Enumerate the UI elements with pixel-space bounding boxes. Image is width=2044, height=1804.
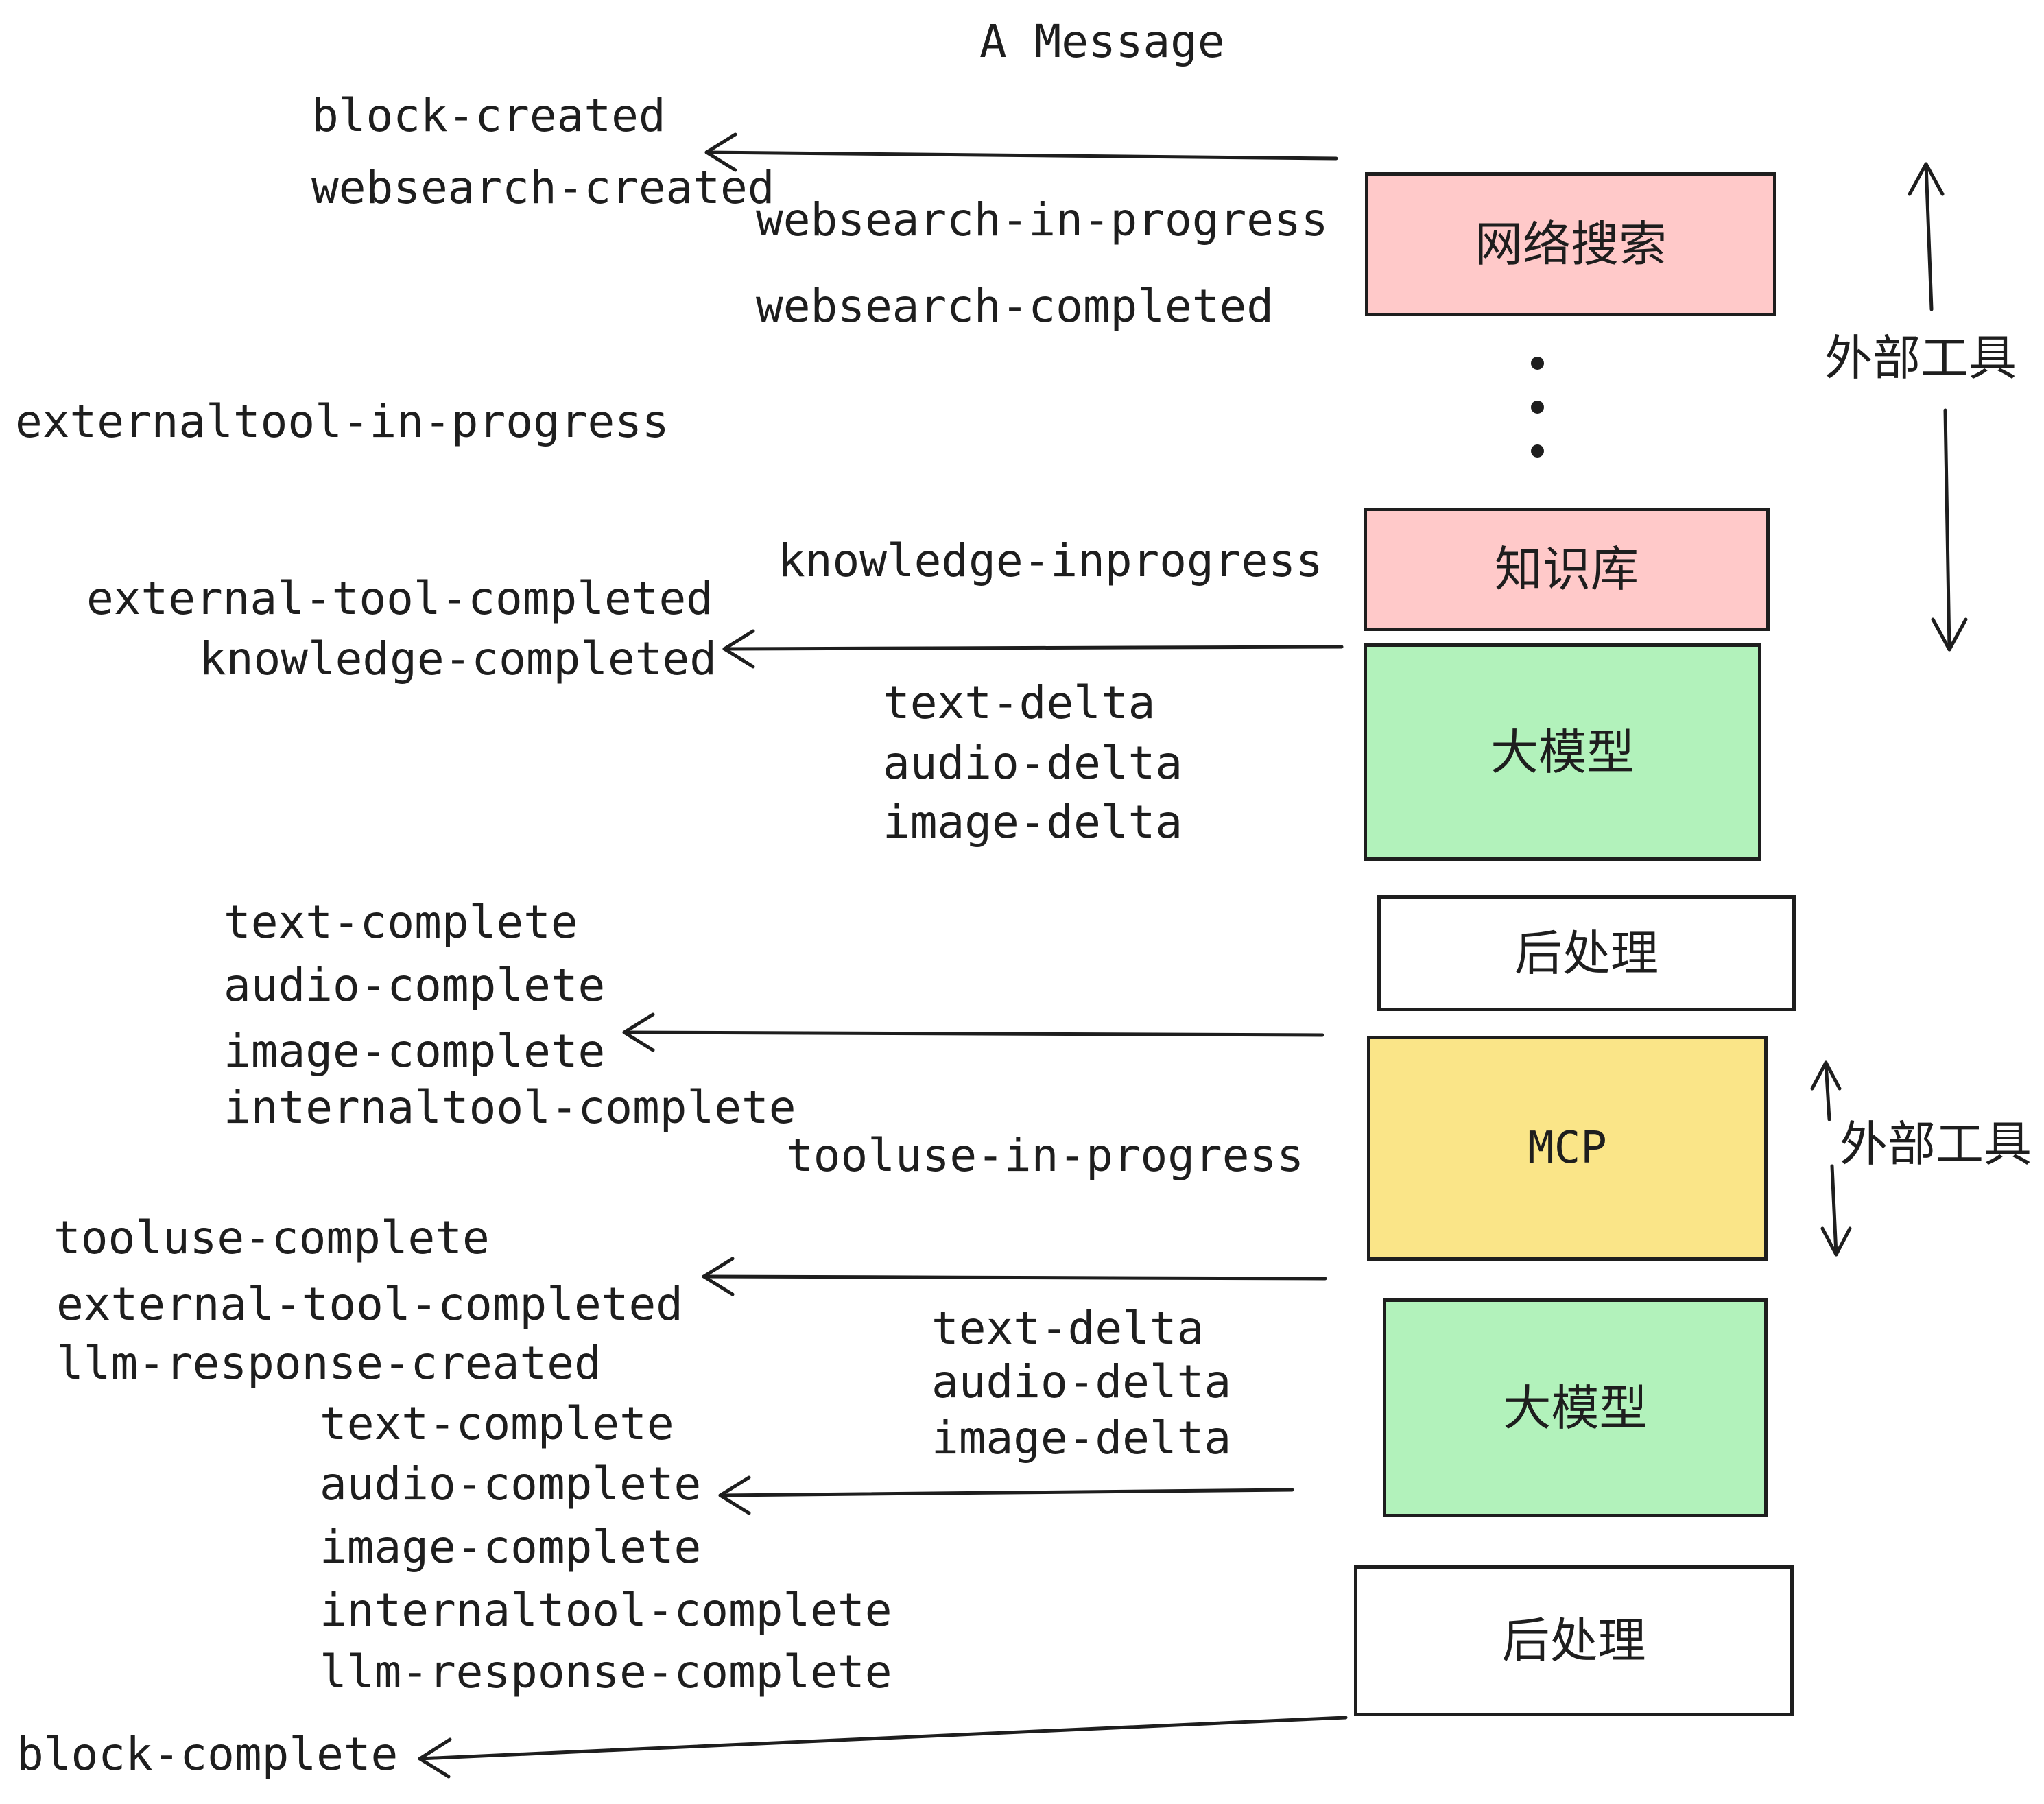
event-label-audio-delta-1: audio-delta	[883, 737, 1183, 790]
double-arrow-external-tools-bottom-icon	[1810, 1060, 1852, 1257]
event-label-block-complete: block-complete	[16, 1728, 399, 1781]
box-llm-2-label: 大模型	[1503, 1381, 1648, 1435]
event-label-tooluse-in-progress: tooluse-in-progress	[786, 1129, 1304, 1182]
event-label-externaltool-in-progress: externaltool-in-progress	[15, 395, 669, 448]
event-label-text-complete-2: text-complete	[320, 1397, 674, 1450]
box-postprocess-2: 后处理	[1354, 1565, 1794, 1716]
vertical-ellipsis-dot	[1531, 357, 1544, 370]
event-label-websearch-completed: websearch-completed	[756, 280, 1274, 333]
box-mcp: MCP	[1367, 1036, 1768, 1261]
arrow-to-tooluse-complete-icon	[702, 1257, 1327, 1296]
event-label-knowledge-completed: knowledge-completed	[199, 632, 717, 685]
arrow-to-block-created-icon	[704, 132, 1338, 172]
box-websearch-label: 网络搜索	[1475, 217, 1667, 271]
box-llm-2: 大模型	[1383, 1298, 1768, 1517]
event-label-image-delta-1: image-delta	[883, 796, 1183, 848]
box-postprocess-1-label: 后处理	[1514, 926, 1659, 980]
side-label-external-tools-top: 外部工具	[1825, 331, 2017, 385]
event-label-text-delta-2: text-delta	[931, 1302, 1204, 1355]
event-label-audio-complete-2: audio-complete	[320, 1458, 702, 1510]
box-mcp-label: MCP	[1528, 1123, 1607, 1174]
event-label-knowledge-inprogress: knowledge-inprogress	[778, 534, 1323, 587]
double-arrow-external-tools-top-icon	[1908, 162, 1968, 652]
event-label-external-tool-completed-1: external-tool-completed	[86, 572, 713, 625]
event-label-image-complete-2: image-complete	[320, 1521, 702, 1574]
side-label-external-tools-bottom: 外部工具	[1840, 1117, 2032, 1171]
event-label-internaltool-complete-1: internaltool-complete	[224, 1081, 796, 1134]
box-postprocess-1: 后处理	[1377, 895, 1796, 1011]
box-llm-1-label: 大模型	[1490, 725, 1635, 779]
event-label-text-complete-1: text-complete	[224, 896, 578, 949]
event-label-websearch-created: websearch-created	[311, 161, 775, 214]
box-knowledge-label: 知识库	[1495, 543, 1639, 596]
event-label-text-delta-1: text-delta	[883, 676, 1156, 729]
event-label-websearch-in-progress: websearch-in-progress	[756, 193, 1329, 246]
arrow-to-knowledge-completed-icon	[722, 629, 1344, 669]
arrow-to-image-complete-icon	[622, 1012, 1324, 1052]
event-label-llm-response-complete: llm-response-complete	[320, 1646, 892, 1698]
event-label-image-delta-2: image-delta	[931, 1412, 1232, 1464]
arrow-to-audio-complete-icon	[718, 1475, 1294, 1515]
diagram-title: A Message	[979, 15, 1225, 68]
event-label-audio-delta-2: audio-delta	[931, 1355, 1232, 1408]
event-label-image-complete-1: image-complete	[224, 1025, 606, 1078]
box-knowledge: 知识库	[1364, 508, 1770, 631]
vertical-ellipsis-dot	[1531, 444, 1544, 458]
event-label-external-tool-completed-2: external-tool-completed	[56, 1278, 683, 1331]
event-label-internaltool-complete-2: internaltool-complete	[320, 1584, 892, 1637]
box-llm-1: 大模型	[1364, 643, 1761, 861]
event-label-llm-response-created: llm-response-created	[56, 1337, 602, 1390]
event-label-block-created: block-created	[311, 89, 666, 142]
arrow-to-block-complete-icon	[418, 1716, 1348, 1779]
box-websearch: 网络搜索	[1365, 172, 1776, 316]
event-label-audio-complete-1: audio-complete	[224, 959, 606, 1012]
vertical-ellipsis-dot	[1531, 401, 1544, 414]
box-postprocess-2-label: 后处理	[1501, 1614, 1646, 1667]
event-label-tooluse-complete: tooluse-complete	[54, 1211, 490, 1264]
